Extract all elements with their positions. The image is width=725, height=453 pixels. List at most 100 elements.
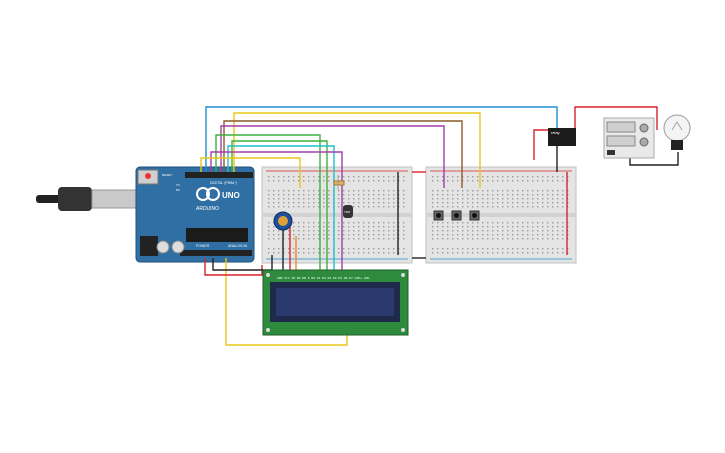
breadboard-hole bbox=[532, 230, 534, 232]
push-buttons[interactable] bbox=[433, 210, 480, 221]
breadboard-hole bbox=[373, 230, 375, 232]
breadboard-hole bbox=[303, 190, 305, 192]
breadboard-hole bbox=[268, 252, 270, 254]
breadboard-hole bbox=[373, 226, 375, 228]
breadboard-hole bbox=[437, 206, 439, 208]
breadboard-hole bbox=[437, 238, 439, 240]
breadboard-right[interactable] bbox=[425, 166, 577, 264]
breadboard-hole bbox=[492, 248, 494, 250]
breadboard-hole bbox=[492, 230, 494, 232]
breadboard-hole bbox=[348, 230, 350, 232]
breadboard-hole bbox=[383, 222, 385, 224]
breadboard-hole bbox=[457, 190, 459, 192]
breadboard-hole bbox=[298, 180, 300, 182]
breadboard-hole bbox=[398, 176, 400, 178]
breadboard-hole bbox=[328, 176, 330, 178]
breadboard-hole bbox=[507, 202, 509, 204]
lcd-16x2[interactable]: GND VCC V0 RS RW E D0 D1 D2 D3 D4 D5 D6 … bbox=[262, 269, 409, 336]
breadboard-hole bbox=[557, 180, 559, 182]
breadboard-hole bbox=[447, 194, 449, 196]
breadboard-hole bbox=[522, 206, 524, 208]
breadboard-hole bbox=[462, 238, 464, 240]
resistor bbox=[333, 175, 345, 190]
breadboard-hole bbox=[527, 248, 529, 250]
breadboard-hole bbox=[368, 234, 370, 236]
breadboard-hole bbox=[268, 194, 270, 196]
breadboard-hole bbox=[547, 226, 549, 228]
breadboard-hole bbox=[517, 234, 519, 236]
breadboard-hole bbox=[512, 176, 514, 178]
breadboard-hole bbox=[273, 198, 275, 200]
arduino-uno-board[interactable]: ARDUINO UNO DIGITAL (PWM~) POWER ANALOG … bbox=[135, 166, 255, 263]
breadboard-hole bbox=[383, 226, 385, 228]
breadboard-hole bbox=[442, 176, 444, 178]
breadboard-hole bbox=[403, 248, 405, 250]
breadboard-hole bbox=[298, 190, 300, 192]
breadboard-hole bbox=[388, 238, 390, 240]
breadboard-hole bbox=[432, 226, 434, 228]
breadboard-hole bbox=[293, 176, 295, 178]
breadboard-hole bbox=[383, 248, 385, 250]
breadboard-hole bbox=[442, 194, 444, 196]
breadboard-hole bbox=[477, 198, 479, 200]
breadboard-hole bbox=[288, 194, 290, 196]
temperature-sensor[interactable]: TMP bbox=[343, 205, 353, 218]
breadboard-hole bbox=[388, 198, 390, 200]
breadboard-hole bbox=[363, 190, 365, 192]
breadboard-hole bbox=[378, 202, 380, 204]
digital-label: DIGITAL (PWM~) bbox=[210, 181, 237, 185]
breadboard-hole bbox=[532, 238, 534, 240]
breadboard-hole bbox=[368, 222, 370, 224]
breadboard-hole bbox=[442, 234, 444, 236]
light-bulb[interactable] bbox=[663, 114, 691, 150]
breadboard-hole bbox=[293, 202, 295, 204]
breadboard-hole bbox=[303, 176, 305, 178]
breadboard-hole bbox=[313, 206, 315, 208]
arduino-model: UNO bbox=[222, 191, 240, 200]
breadboard-hole bbox=[547, 206, 549, 208]
breadboard-hole bbox=[378, 190, 380, 192]
breadboard-hole bbox=[308, 190, 310, 192]
breadboard-hole bbox=[497, 194, 499, 196]
breadboard-hole bbox=[278, 234, 280, 236]
power-supply[interactable] bbox=[603, 117, 655, 159]
breadboard-hole bbox=[308, 194, 310, 196]
breadboard-hole bbox=[328, 252, 330, 254]
breadboard-hole bbox=[527, 206, 529, 208]
breadboard-hole bbox=[378, 252, 380, 254]
breadboard-hole bbox=[477, 222, 479, 224]
breadboard-hole bbox=[323, 202, 325, 204]
breadboard-hole bbox=[557, 176, 559, 178]
breadboard-hole bbox=[502, 234, 504, 236]
breadboard-hole bbox=[547, 176, 549, 178]
breadboard-hole bbox=[467, 202, 469, 204]
breadboard-hole bbox=[288, 230, 290, 232]
breadboard-hole bbox=[383, 194, 385, 196]
breadboard-hole bbox=[363, 180, 365, 182]
breadboard-hole bbox=[452, 206, 454, 208]
breadboard-hole bbox=[388, 252, 390, 254]
breadboard-hole bbox=[358, 238, 360, 240]
breadboard-hole bbox=[557, 248, 559, 250]
breadboard-hole bbox=[542, 238, 544, 240]
breadboard-hole bbox=[343, 226, 345, 228]
breadboard-hole bbox=[437, 180, 439, 182]
breadboard-hole bbox=[552, 226, 554, 228]
breadboard-hole bbox=[378, 234, 380, 236]
relay[interactable]: relay bbox=[548, 128, 576, 146]
potentiometer[interactable] bbox=[273, 211, 293, 231]
breadboard-hole bbox=[383, 238, 385, 240]
breadboard-hole bbox=[562, 198, 564, 200]
breadboard-hole bbox=[278, 206, 280, 208]
breadboard-hole bbox=[447, 226, 449, 228]
breadboard-hole bbox=[308, 226, 310, 228]
breadboard-hole bbox=[283, 230, 285, 232]
breadboard-hole bbox=[338, 206, 340, 208]
breadboard-hole bbox=[368, 202, 370, 204]
breadboard-hole bbox=[482, 230, 484, 232]
breadboard-hole bbox=[393, 222, 395, 224]
usb-cable bbox=[36, 187, 143, 211]
breadboard-hole bbox=[318, 198, 320, 200]
sensor-label: TMP bbox=[344, 210, 350, 214]
breadboard-hole bbox=[293, 238, 295, 240]
